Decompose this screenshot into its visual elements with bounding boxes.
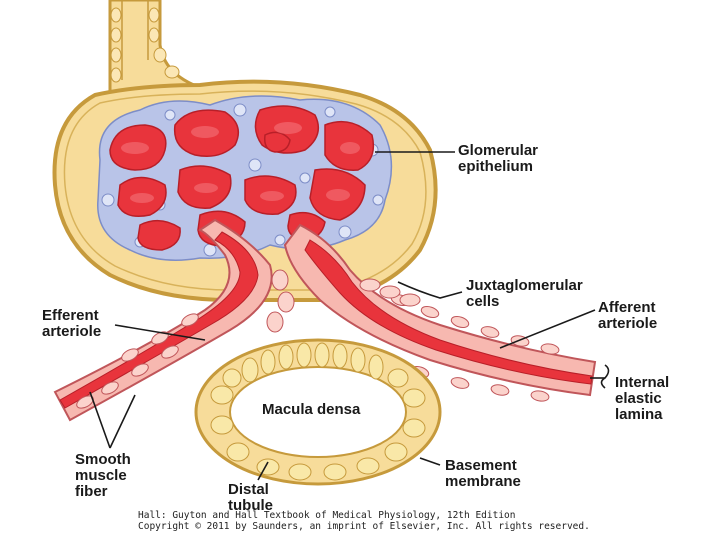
efferent-arteriole: [53, 218, 273, 422]
label-line: fiber: [75, 483, 108, 500]
source-credit: Hall: Guyton and Hall Textbook of Medica…: [138, 510, 590, 532]
label-line: elastic: [615, 390, 662, 407]
label-line: arteriole: [42, 323, 102, 340]
capillary-highlights: [121, 122, 360, 203]
label-macula-densa: Macula densa: [262, 401, 361, 418]
label-line: Basement: [445, 457, 517, 474]
bowman-capsule-neck: [108, 0, 216, 94]
label-line: Afferent: [598, 299, 656, 316]
juxtaglomerular-cells: [266, 269, 421, 333]
macula-densa-cells: [210, 342, 426, 481]
label-smooth-muscle-fiber: Smooth muscle fiber: [75, 452, 131, 500]
label-juxtaglomerular-cells: Juxtaglomerular cells: [466, 278, 583, 310]
label-line: Efferent: [42, 307, 99, 324]
label-efferent-arteriole: Efferent arteriole: [42, 308, 101, 340]
credit-line: Copyright © 2011 by Saunders, an imprint…: [138, 521, 590, 532]
label-line: arteriole: [598, 315, 658, 332]
label-line: Smooth: [75, 451, 131, 468]
label-line: tubule: [228, 497, 273, 514]
label-line: epithelium: [458, 158, 534, 175]
label-internal-elastic-lamina: Internal elastic lamina: [615, 375, 669, 423]
label-afferent-arteriole: Afferent arteriole: [598, 300, 657, 332]
leader-lines: [89, 151, 610, 481]
label-distal-tubule: Distal tubule: [228, 482, 273, 514]
label-line: cells: [466, 293, 500, 310]
label-line: Distal: [228, 481, 269, 498]
label-line: membrane: [445, 473, 521, 490]
label-line: Glomerular: [458, 142, 539, 159]
label-line: Internal: [615, 374, 670, 391]
label-line: muscle: [75, 467, 127, 484]
label-basement-membrane: Basement membrane: [445, 458, 521, 490]
credit-line: Hall: Guyton and Hall Textbook of Medica…: [138, 510, 516, 521]
label-glomerular-epithelium: Glomerular epithelium: [458, 143, 538, 175]
label-line: Juxtaglomerular: [466, 277, 583, 294]
distal-tubule: [194, 338, 442, 486]
label-line: lamina: [615, 406, 663, 423]
